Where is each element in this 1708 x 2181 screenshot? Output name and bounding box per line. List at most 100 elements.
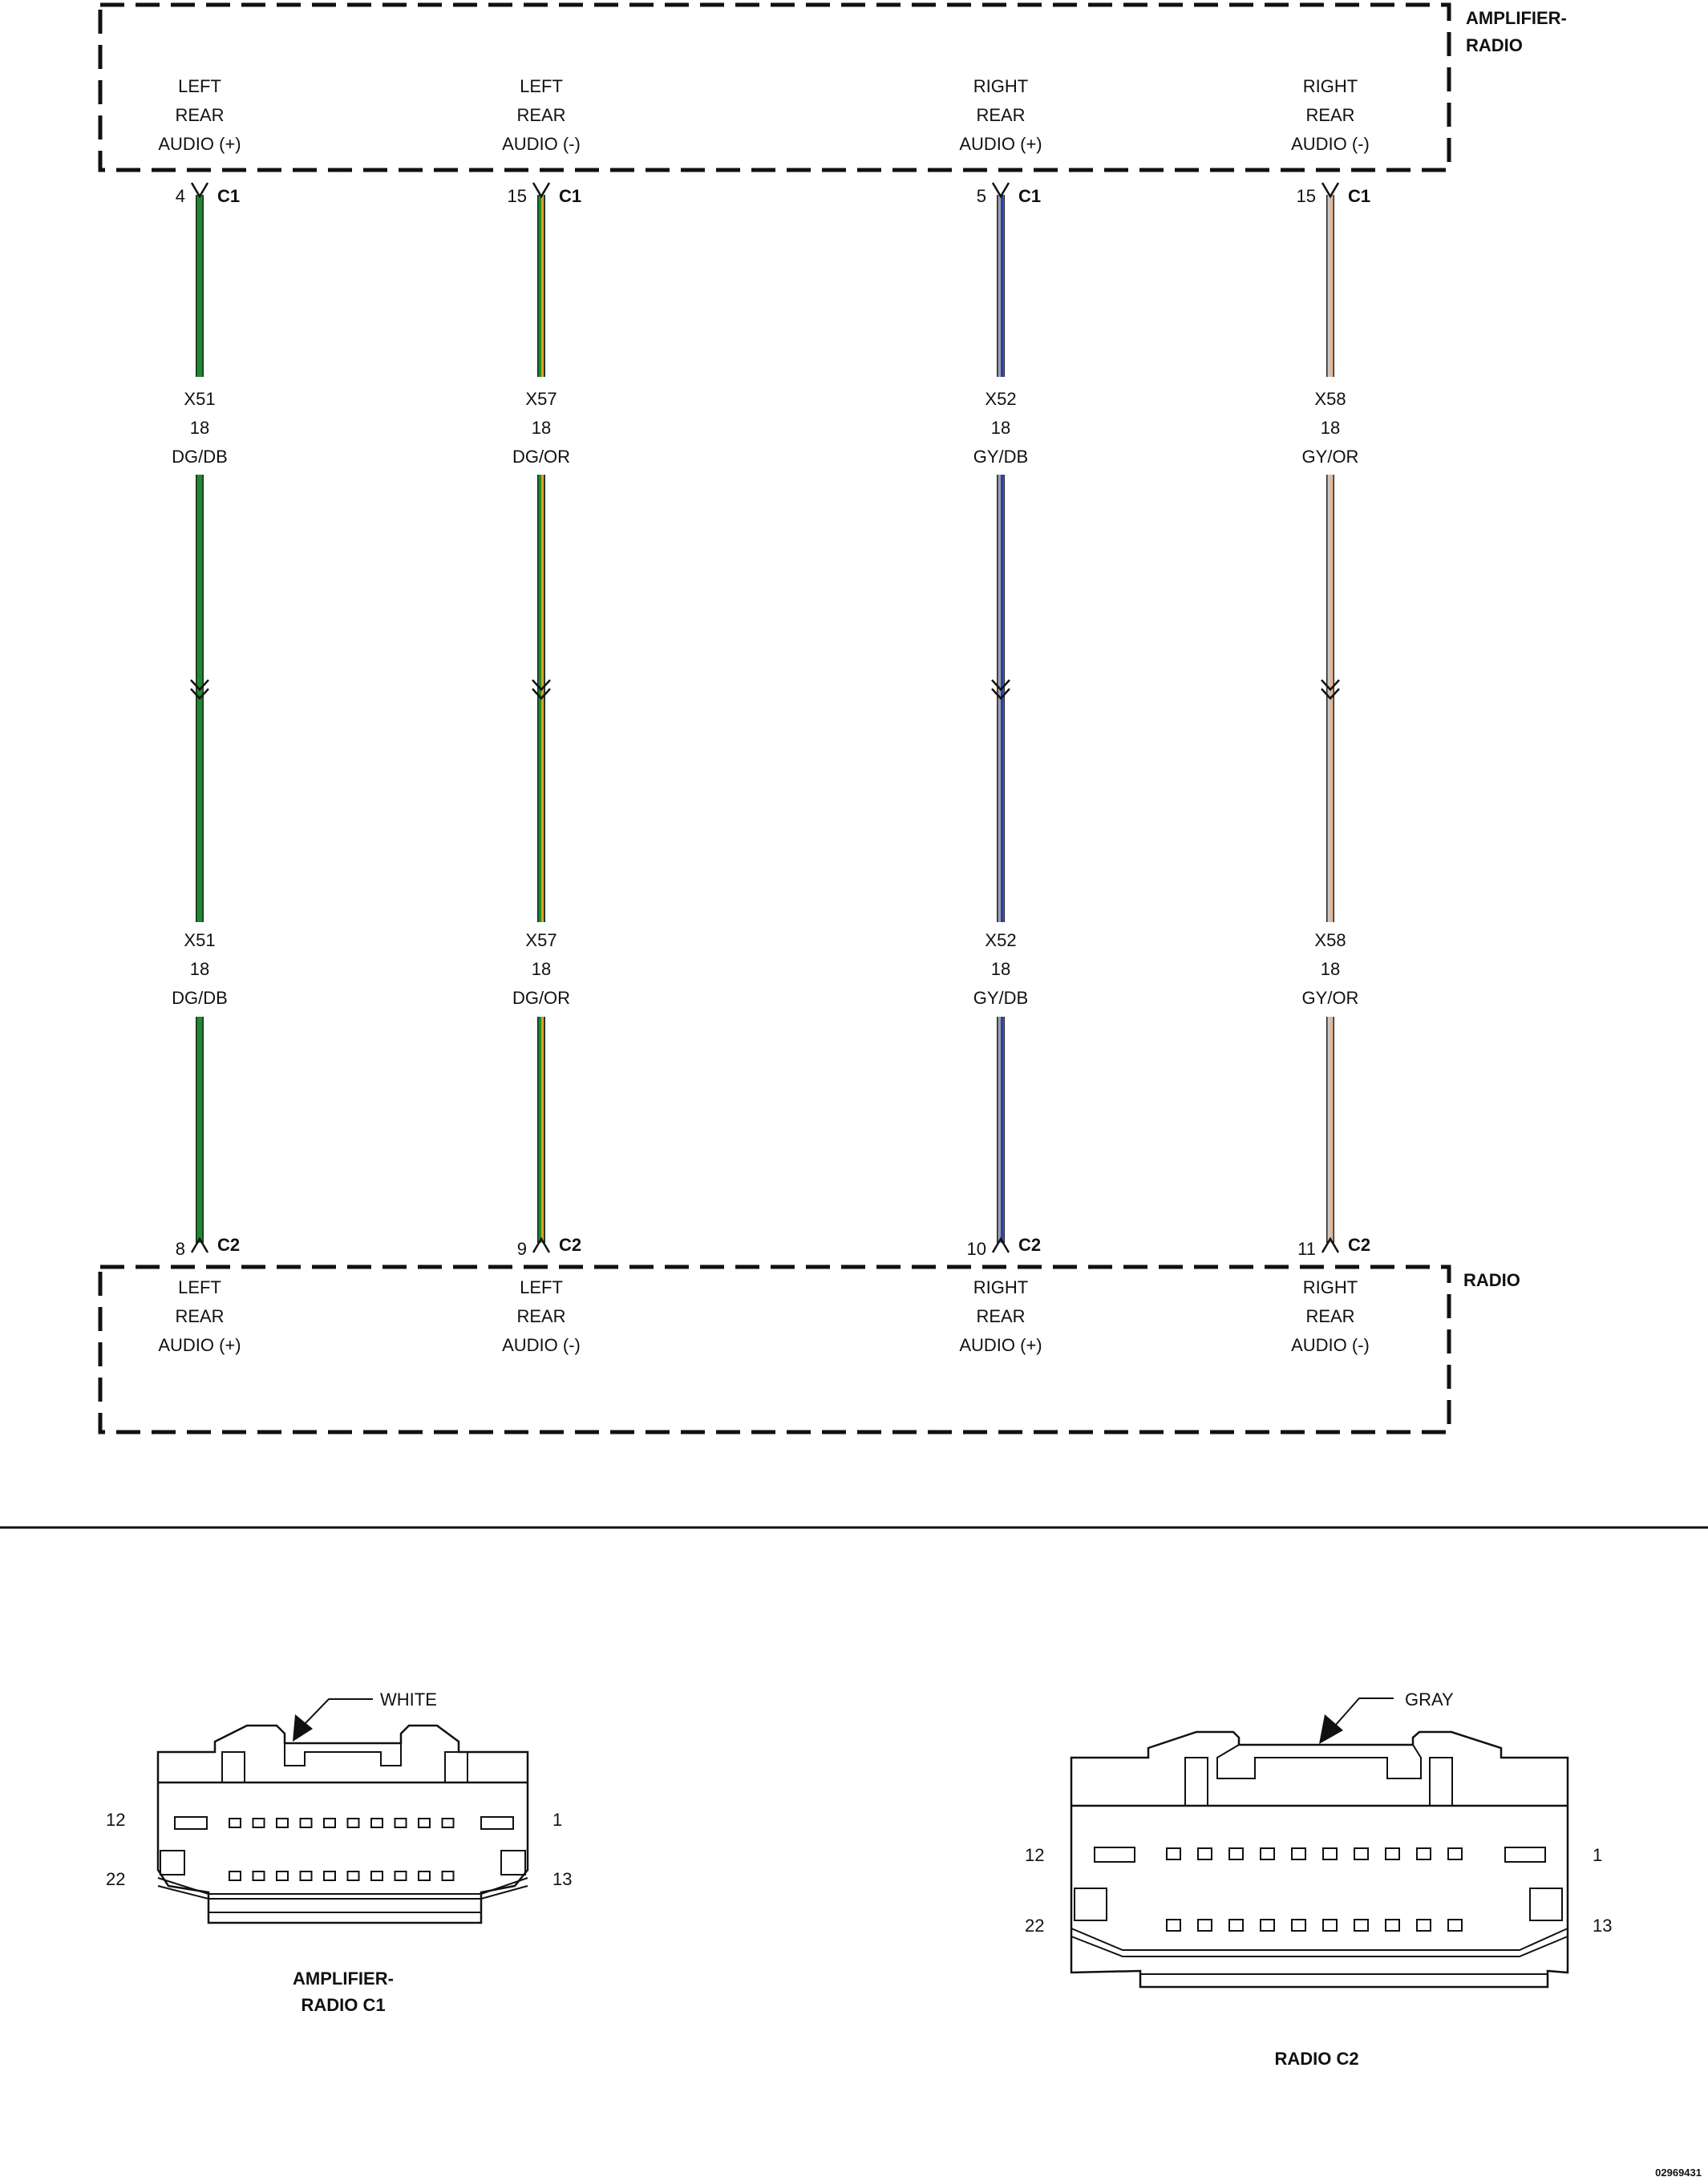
wire-gauge: 18 [991,959,1010,979]
pin-cavity [252,1871,265,1881]
c1-title-line2: RADIO C1 [301,1995,385,2015]
bottom-terminal-symbol [532,1236,551,1253]
pin-cavity [1228,1847,1244,1860]
wire-id: X57 [525,389,557,409]
pin-cavity [1447,1919,1463,1932]
pin-cavity [1385,1919,1400,1932]
wire-segment-3 [537,1017,545,1243]
amplifier-radio-title-line2: RADIO [1466,35,1523,55]
c2-housing-outline [1070,1730,1569,1989]
pin-cavity [418,1818,431,1828]
bottom-pin-number: 9 [517,1239,527,1259]
pin-cavity [394,1818,407,1828]
pin-cavity [1322,1847,1338,1860]
pin-cavity [370,1818,383,1828]
top-connector-id: C1 [1348,186,1370,206]
pin-cavity [1354,1847,1369,1860]
bottom-label-line-3: AUDIO (+) [158,1335,241,1355]
bottom-label-line-3: AUDIO (+) [959,1335,1042,1355]
wire-segment-1 [1326,195,1334,377]
pin-cavity [323,1818,336,1828]
pin-cavity [1416,1847,1431,1860]
bottom-terminal-symbol [190,1236,209,1253]
pin-cavity [394,1871,407,1881]
wire-color-code: GY/OR [1302,988,1359,1008]
pin-cavity [1166,1847,1181,1860]
top-label-line-3: AUDIO (+) [158,134,241,154]
c2-pin-label-1: 1 [1593,1845,1602,1865]
wire-id: X58 [1314,930,1346,950]
top-label-line-2: REAR [1305,105,1354,125]
c1-pin-label-12: 12 [106,1810,125,1830]
pin-cavity [1291,1847,1306,1860]
c1-pin-label-13: 13 [552,1869,572,1889]
wire-segment-1 [997,195,1005,377]
pin-cavity [299,1818,313,1828]
radio-title: RADIO [1463,1270,1520,1290]
amplifier-radio-module-box [98,2,1451,172]
wire-gauge: 18 [190,959,209,979]
amplifier-radio-title-line1: AMPLIFIER- [1466,8,1567,28]
top-connector-id: C1 [217,186,240,206]
wire-segment-3 [1326,1017,1334,1243]
pin-cavity [229,1871,241,1881]
c2-pin-label-13: 13 [1593,1916,1612,1936]
c2-pin-cavities [1166,1847,1463,1932]
top-label-line-3: AUDIO (-) [502,134,581,154]
wire-color-code: DG/DB [172,988,228,1008]
top-label-line-1: RIGHT [973,76,1028,96]
top-label-line-3: AUDIO (+) [959,134,1042,154]
wire-id: X51 [184,389,215,409]
pin-cavity [441,1871,455,1881]
pin-cavity [346,1818,360,1828]
pin-cavity [441,1818,455,1828]
bottom-pin-number: 8 [176,1239,185,1259]
pin-cavity [418,1871,431,1881]
top-label-line-1: LEFT [520,76,563,96]
c2-pin-label-12: 12 [1025,1845,1044,1865]
wire-gauge: 18 [991,418,1010,438]
wire-segment-3 [997,1017,1005,1243]
top-connector-id: C1 [559,186,581,206]
top-pin-number: 15 [508,186,527,206]
wire-gauge: 18 [1321,959,1340,979]
pin-cavity [1166,1919,1181,1932]
wire-color-code: GY/DB [973,988,1028,1008]
pin-cavity [1291,1919,1306,1932]
pin-cavity [276,1818,289,1828]
wire-color-code: GY/DB [973,447,1028,467]
pin-cavity [276,1871,289,1881]
top-terminal-symbol [1321,182,1340,199]
bottom-label-line-2: REAR [175,1306,224,1326]
top-pin-number: 5 [977,186,986,206]
inline-connector-symbol [1321,679,1340,700]
pin-cavity [299,1871,313,1881]
c2-title: RADIO C2 [1274,2049,1358,2069]
amplifier-radio-c1-connector-view: WHITE 12 1 22 13 AMPLIFIER- RADIO C1 [106,1689,572,2015]
pin-cavity [1385,1847,1400,1860]
pin-cavity [370,1871,383,1881]
pin-cavity [1260,1847,1275,1860]
wire-color-code: GY/OR [1302,447,1359,467]
bottom-label-line-3: AUDIO (-) [502,1335,581,1355]
c1-pin-cavities [229,1818,455,1881]
pin-cavity [1447,1847,1463,1860]
wire-gauge: 18 [1321,418,1340,438]
pin-cavity [229,1818,241,1828]
top-label-line-2: REAR [516,105,565,125]
bottom-label-line-2: REAR [1305,1306,1354,1326]
bottom-label-line-3: AUDIO (-) [1291,1335,1370,1355]
top-label-line-2: REAR [976,105,1025,125]
bottom-label-line-1: RIGHT [1303,1277,1358,1297]
c1-pin-label-1: 1 [552,1810,562,1830]
bottom-label-line-1: RIGHT [973,1277,1028,1297]
